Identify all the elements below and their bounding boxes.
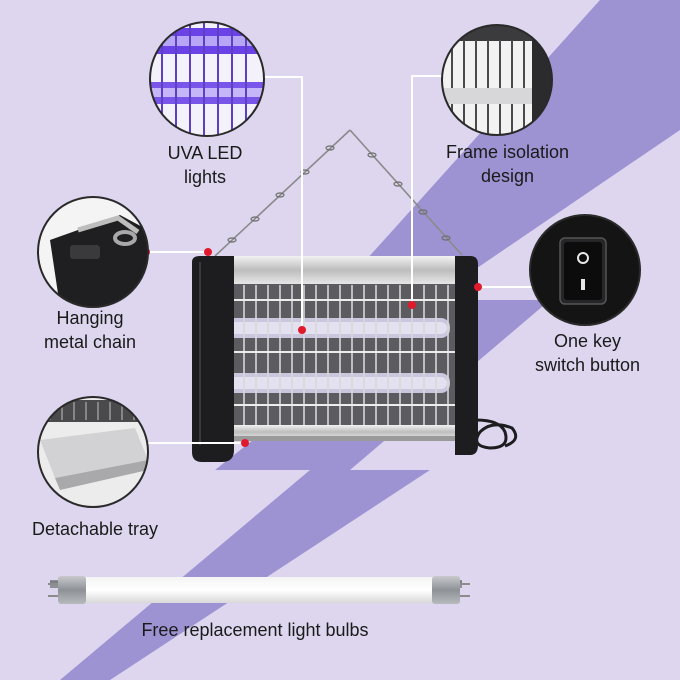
rocker-switch-closeup [529,214,641,326]
tray-closeup [37,396,149,508]
replacement-bulbs-caption: Free replacement light bulbs [110,618,400,642]
replacement-bulb [48,576,470,604]
switch-button-label-line1: One key [553,331,622,351]
hanging-chain-label: Hanging metal chain [25,306,155,354]
detachable-tray-label: Detachable tray [20,517,170,541]
detachable-tray-label-line1: Detachable tray [31,519,159,539]
frame-isolation-label-line1: Frame isolation [445,142,570,162]
hanging-chain-closeup [37,196,149,308]
uva-lights-closeup [149,21,265,137]
frame-isolation-label: Frame isolation design [425,140,590,188]
uva-led-label-line1: UVA LED [167,143,243,163]
chain-links [227,145,451,243]
switch-button-label-line2: switch button [534,355,641,375]
hanging-chain-label-line1: Hanging [56,308,124,328]
lightning-bolt-shape [60,0,680,680]
replacement-bulbs-caption-text: Free replacement light bulbs [141,620,369,640]
uva-led-label-line2: lights [183,167,227,187]
uva-led-label: UVA LED lights [140,141,270,189]
bug-zapper [192,256,518,462]
switch-button-label: One key switch button [515,329,660,377]
frame-isolation-label-line2: design [480,166,535,186]
hanging-chain-label-line2: metal chain [43,332,137,352]
